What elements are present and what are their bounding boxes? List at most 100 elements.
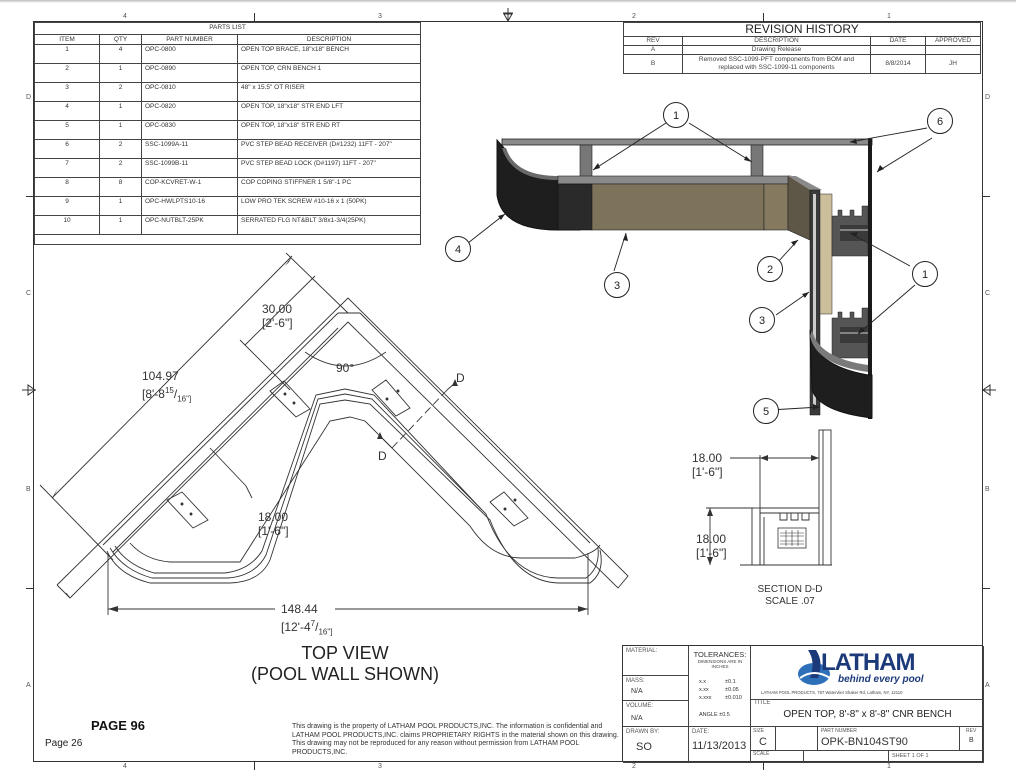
size-label: SIZE xyxy=(753,728,765,734)
page-number-small: Page 26 xyxy=(45,738,83,749)
top-view-caption-line2: (POOL WALL SHOWN) xyxy=(250,664,439,684)
zone-row-c-left: C xyxy=(26,290,32,297)
drawn-by-value: SO xyxy=(636,741,652,753)
centering-mark-top-icon xyxy=(503,8,513,23)
zone-col-3-top: 3 xyxy=(378,13,382,20)
revision-row: B Removed SSC-1099-PFT components from B… xyxy=(623,54,981,74)
parts-list-table: PARTS LIST ITEM QTY PART NUMBER DESCRIPT… xyxy=(34,22,421,245)
dim-30-value: 30.00 xyxy=(262,302,293,316)
section-marker-d-bottom: D xyxy=(378,449,387,463)
section-d-d-drawing xyxy=(706,429,832,566)
drawn-by-label: DRAWN BY: xyxy=(626,729,660,735)
material-label: MATERIAL: xyxy=(626,648,658,654)
tolerances-title: TOLERANCES: xyxy=(693,650,747,659)
part-number-label: PART NUMBER xyxy=(821,728,857,734)
date-label: DATE: xyxy=(692,729,710,735)
dim-104-frac-den: 16"] xyxy=(177,394,192,404)
tol-value: ±0.05 xyxy=(725,687,739,693)
volume-cell: VOLUME: N/A xyxy=(623,701,689,727)
zone-col-4-bottom: 4 xyxy=(123,763,127,770)
zone-tick xyxy=(763,13,764,21)
zone-tick xyxy=(254,762,255,770)
volume-label: VOLUME: xyxy=(626,703,654,709)
zone-col-4-top: 4 xyxy=(123,13,127,20)
title-block: MATERIAL: MASS: N/A VOLUME: N/A DRAWN BY… xyxy=(622,645,984,763)
zone-col-2-top: 2 xyxy=(632,13,636,20)
top-view-caption-line1: TOP VIEW xyxy=(301,643,389,663)
tol-value: ±0.1 xyxy=(725,679,736,685)
revision-history-table: REVISION HISTORY REV DESCRIPTION DATE AP… xyxy=(623,22,981,74)
dim-104-feet: [8'-815/16"] xyxy=(142,386,192,404)
section-caption: SECTION D-D SCALE .07 xyxy=(735,584,845,608)
tol-key: x.xx xyxy=(699,687,709,693)
sheet-cell: SHEET 1 OF 1 xyxy=(889,751,984,763)
page-number-large: PAGE 96 xyxy=(91,718,145,733)
section-marker-d-top: D xyxy=(456,371,465,385)
scale-label: SCALE xyxy=(753,751,770,757)
dim-30-feet: [2'-6"] xyxy=(262,316,293,330)
zone-row-b-left: B xyxy=(26,486,31,493)
mass-value: N/A xyxy=(631,688,643,695)
part-number-cell: PART NUMBER OPK-BN104ST90 xyxy=(818,727,960,751)
zone-tick xyxy=(26,588,33,589)
callout-1-right: 1 xyxy=(912,261,938,287)
zone-tick xyxy=(26,196,33,197)
volume-value: N/A xyxy=(631,715,643,722)
dim-18-value: 18.00 xyxy=(258,510,289,524)
tol-key: x.x xyxy=(699,679,707,685)
logo-cell: LATHAM behind every pool LATHAM POOL PRO… xyxy=(751,646,984,699)
zone-row-d-right: D xyxy=(985,94,991,101)
section-caption-line1: SECTION D-D xyxy=(757,584,823,595)
rev-cell: REV B xyxy=(960,727,984,751)
callout-3-left: 3 xyxy=(604,272,630,298)
title-label: TITLE xyxy=(754,700,771,706)
dim-148-frac-den: 16"] xyxy=(318,627,333,637)
centering-mark-right-icon xyxy=(982,384,996,396)
qty-cell: 1 xyxy=(99,215,142,235)
drawn-by-cell: DRAWN BY: SO xyxy=(623,727,689,763)
zone-row-a-right: A xyxy=(985,682,990,689)
zone-row-a-left: A xyxy=(26,682,31,689)
part-number-value: OPK-BN104ST90 xyxy=(821,736,908,748)
zone-col-1-bottom: 1 xyxy=(887,763,891,770)
dim-104-value: 104.97 xyxy=(142,369,179,383)
centering-mark-left-icon xyxy=(22,384,36,396)
scale-value-cell xyxy=(804,751,889,763)
zone-row-d-left: D xyxy=(26,94,32,101)
zone-tick xyxy=(763,762,764,770)
proprietary-notice: This drawing is the property of LATHAM P… xyxy=(292,723,619,756)
logo-wordmark: LATHAM xyxy=(821,649,916,676)
mass-label: MASS: xyxy=(626,678,645,684)
scale-cell: SCALE xyxy=(751,751,804,763)
callout-3-right: 3 xyxy=(749,307,775,333)
callout-4: 4 xyxy=(445,236,471,262)
isometric-bench-render xyxy=(467,122,933,419)
zone-col-2-bottom: 2 xyxy=(632,763,636,770)
zone-col-1-top: 1 xyxy=(887,13,891,20)
dim-104-feet-whole: [8'-8 xyxy=(142,387,165,401)
top-shadow xyxy=(0,0,1016,3)
rev-approved-cell: JH xyxy=(925,54,981,74)
callout-1-top: 1 xyxy=(663,102,689,128)
company-address: LATHAM POOL PRODUCTS, 787 Watervliet Sha… xyxy=(761,690,903,695)
section-width-feet: [1'-6"] xyxy=(692,465,723,479)
angle-90-label: 90° xyxy=(336,361,355,375)
dim-148-feet-whole: [12'-4 xyxy=(281,620,311,634)
revision-history-title: REVISION HISTORY xyxy=(623,22,981,37)
tol-key: x.xxx xyxy=(699,695,712,701)
section-width-value: 18.00 xyxy=(692,451,723,465)
zone-row-b-right: B xyxy=(985,486,990,493)
blank-cell xyxy=(776,727,818,751)
top-view-caption: TOP VIEW (POOL WALL SHOWN) xyxy=(225,643,465,685)
date-cell: DATE: 11/13/2013 xyxy=(689,727,751,763)
material-cell: MATERIAL: xyxy=(623,646,689,676)
size-value: C xyxy=(759,736,767,748)
